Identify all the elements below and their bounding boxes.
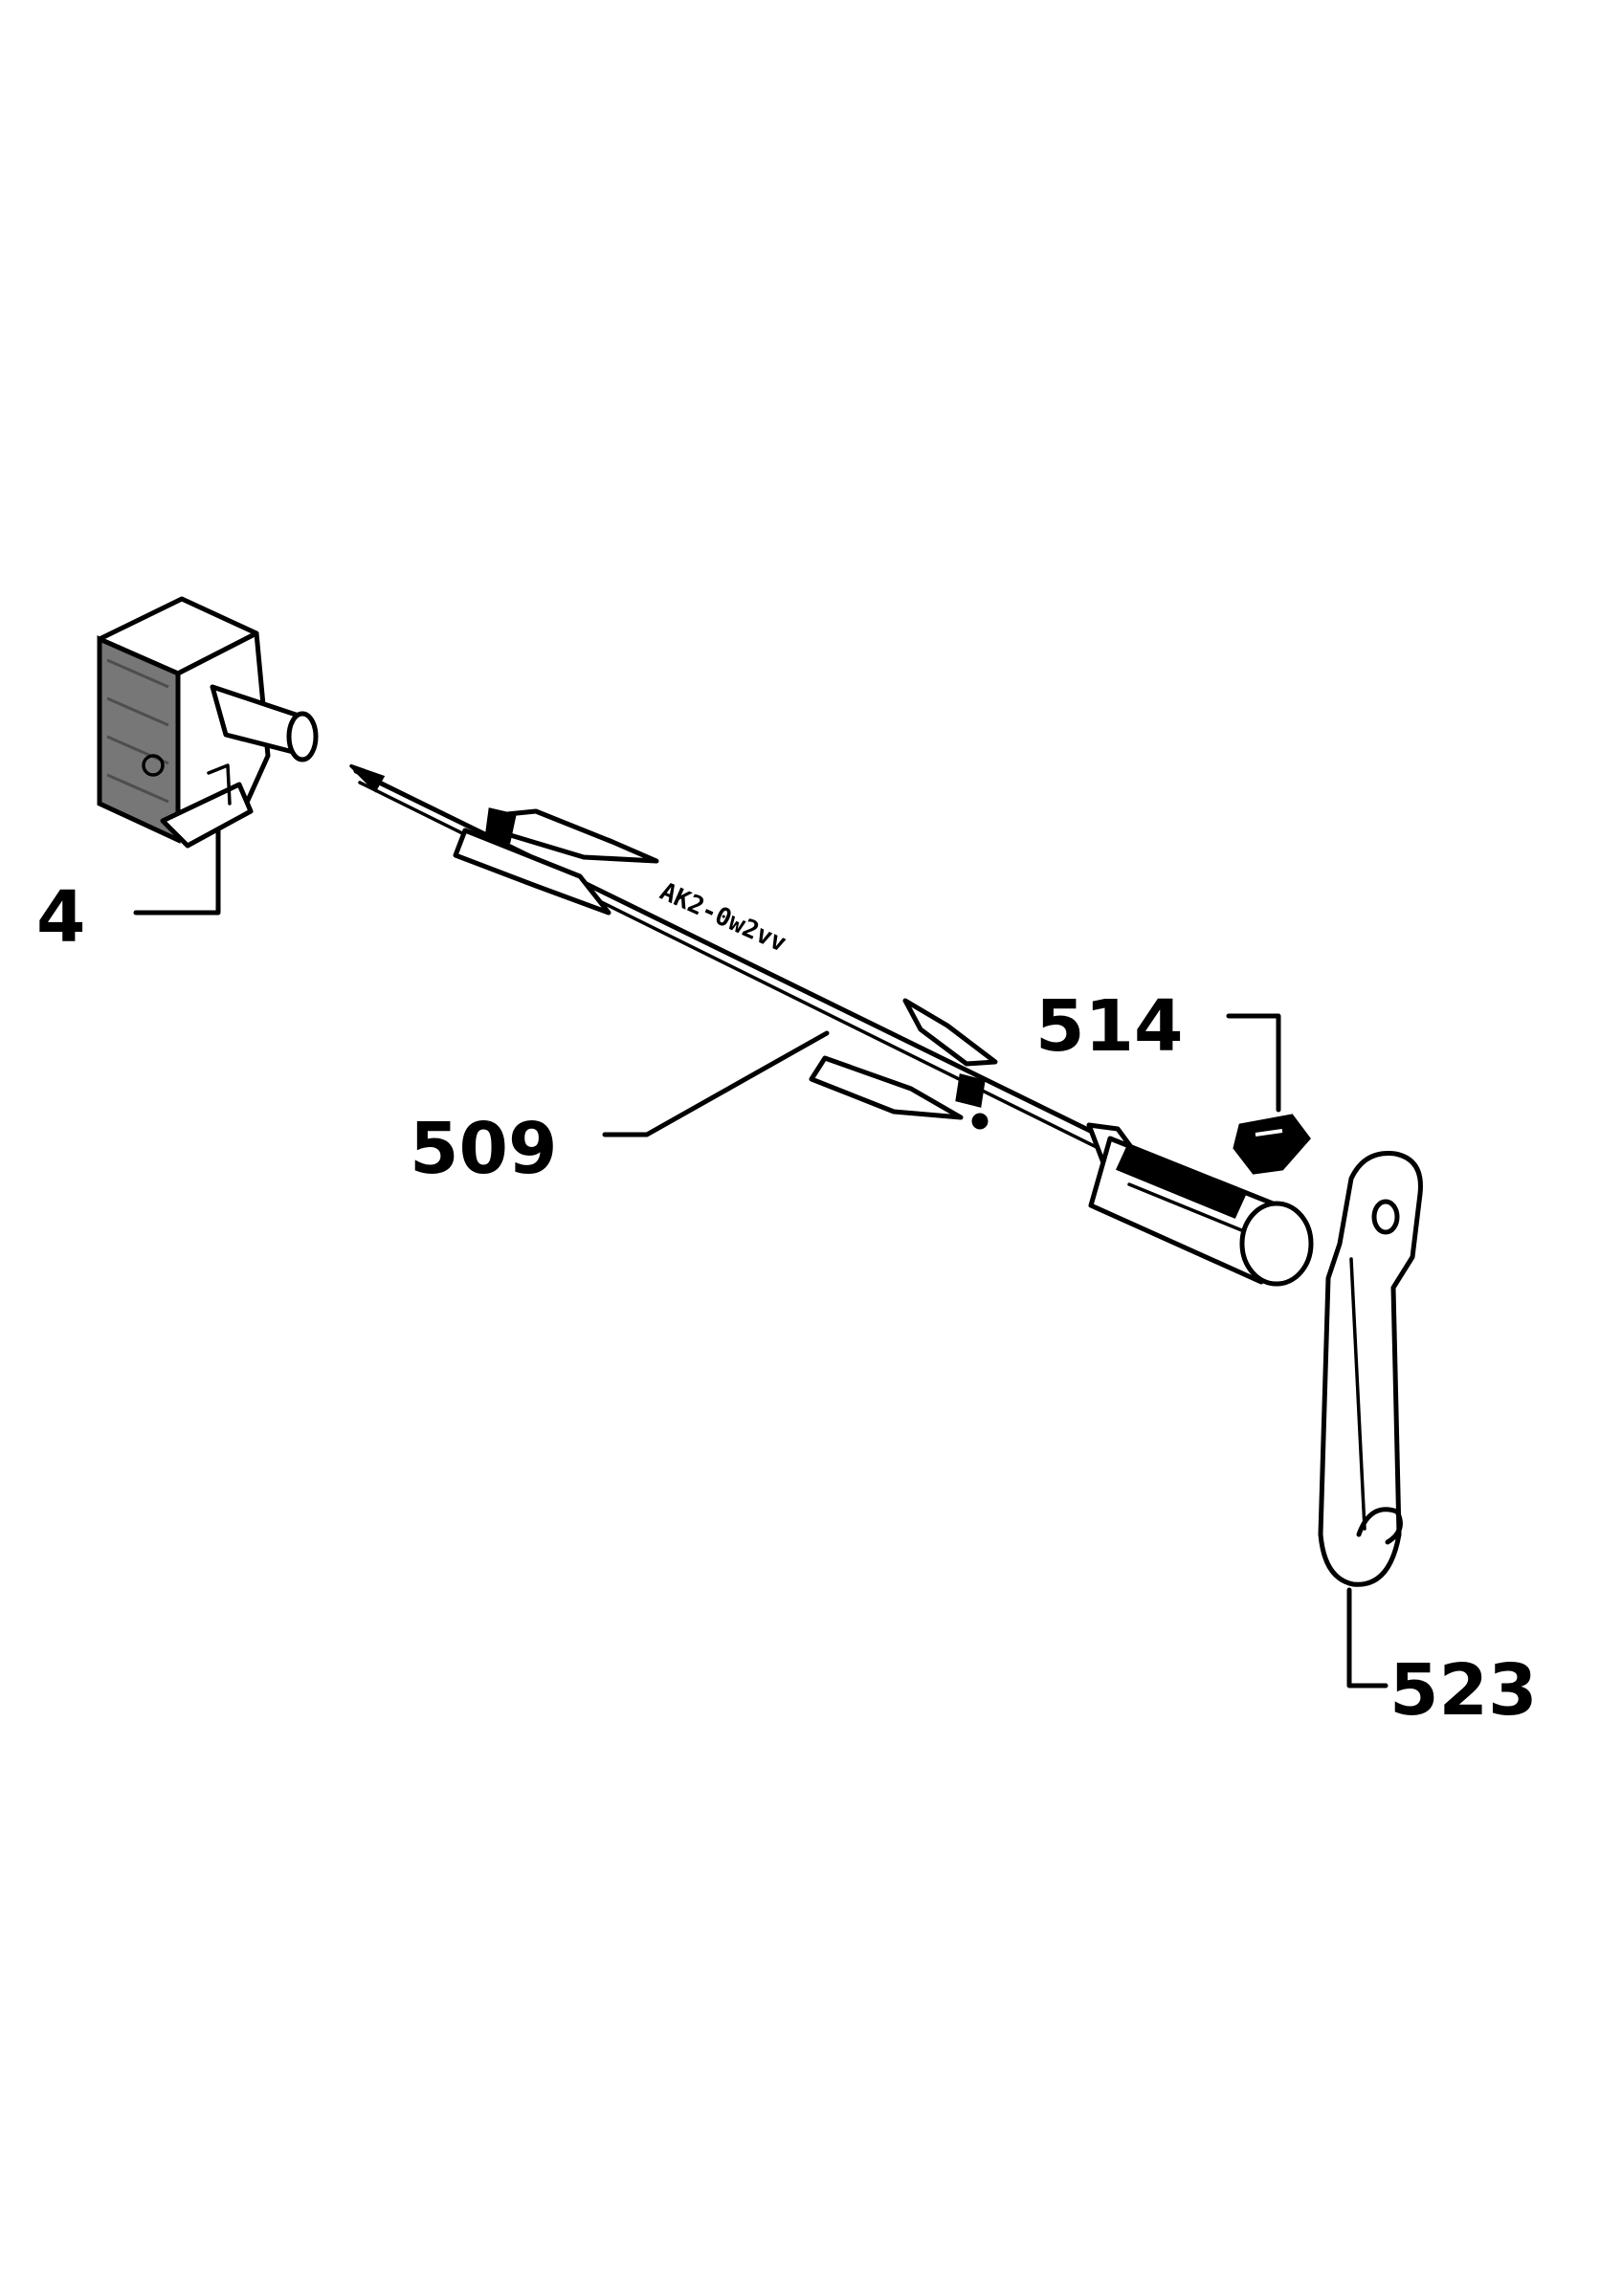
callout-509: 509 bbox=[410, 1108, 557, 1190]
leader-4 bbox=[133, 828, 221, 916]
nut-part bbox=[1233, 1114, 1311, 1175]
callout-523: 523 bbox=[1389, 1649, 1537, 1732]
handle-crank-part bbox=[1318, 1151, 1423, 1587]
spit-stamp: AK2-0w2vv bbox=[655, 877, 790, 959]
callout-514: 514 bbox=[1035, 985, 1183, 1068]
leader-514 bbox=[1226, 1013, 1281, 1113]
leader-lines bbox=[133, 828, 1389, 1689]
callout-4: 4 bbox=[36, 876, 86, 959]
switch-part bbox=[97, 596, 319, 849]
spit-part: AK2-0w2vv bbox=[348, 763, 1314, 1287]
leader-509 bbox=[602, 1030, 830, 1137]
leader-523 bbox=[1346, 1587, 1389, 1689]
